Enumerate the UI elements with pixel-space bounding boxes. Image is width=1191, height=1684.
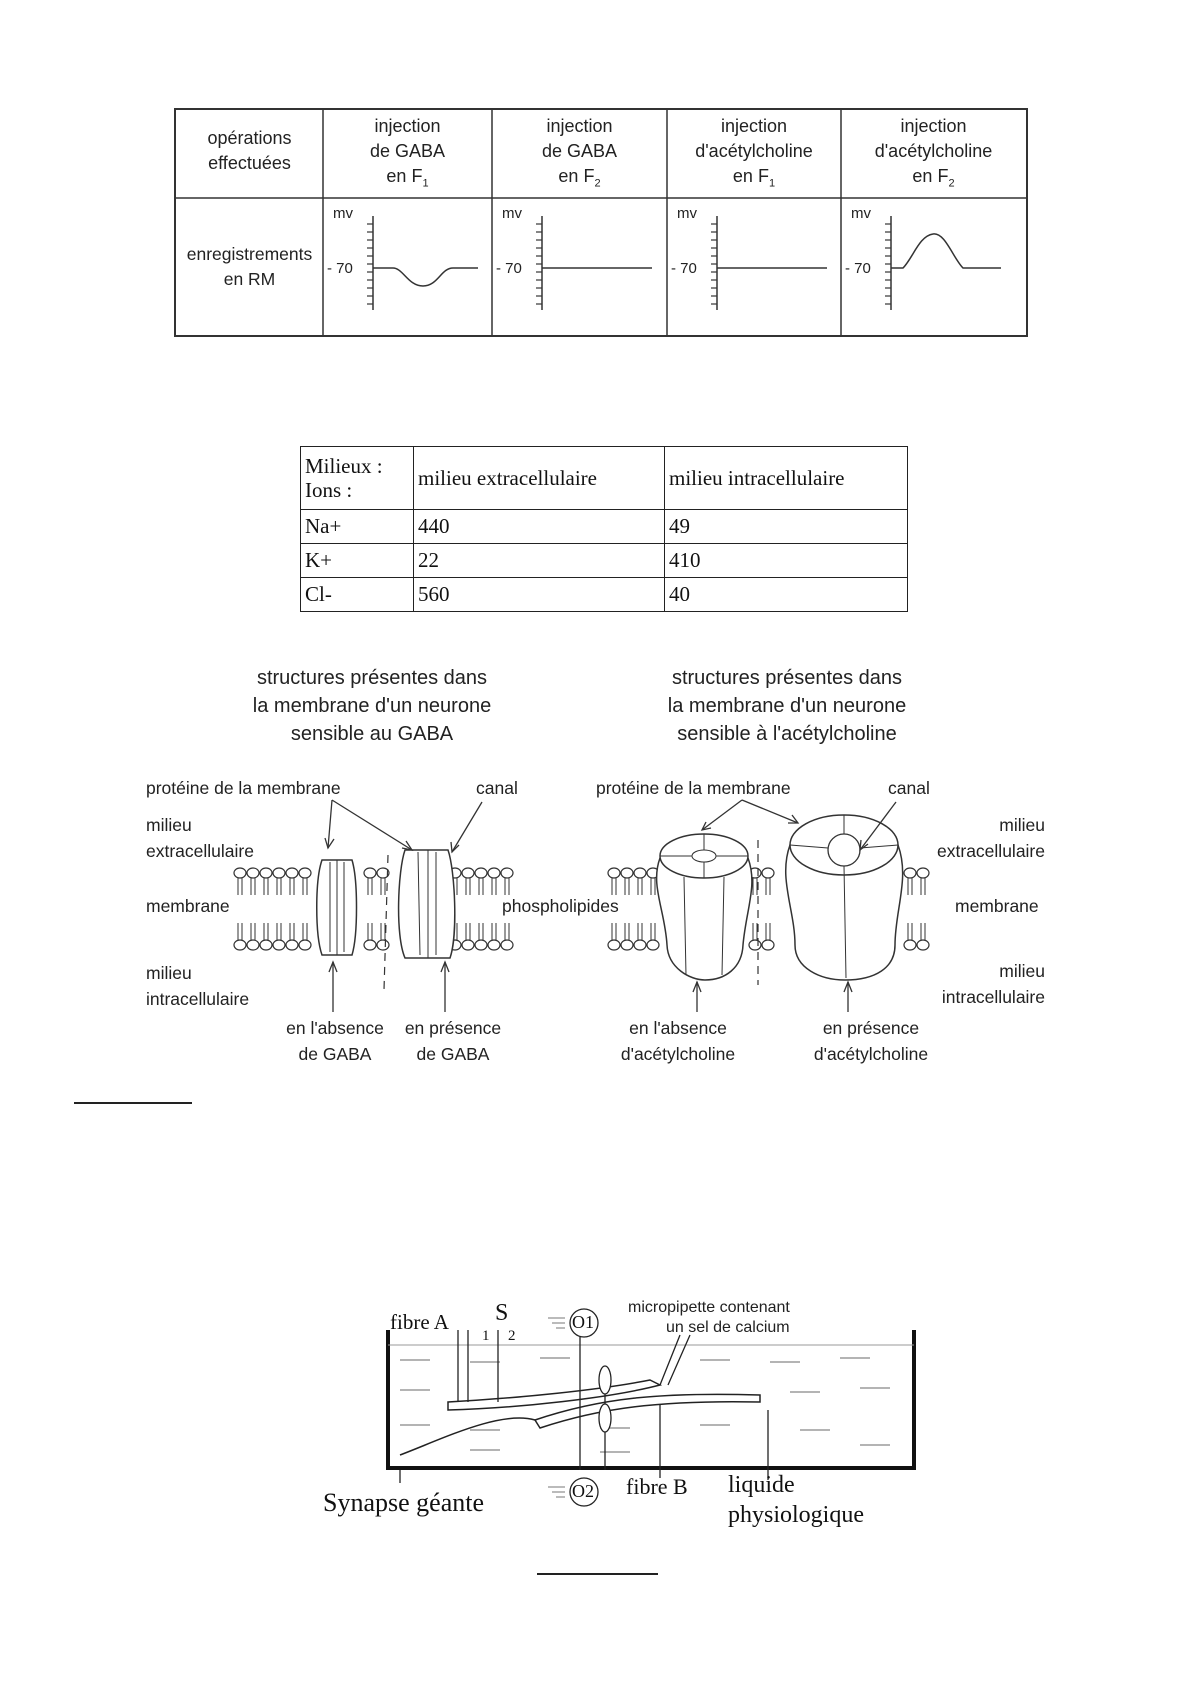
svg-text:mv: mv <box>851 205 871 222</box>
recording-graph: mv - 70 <box>496 205 652 310</box>
stim-electrode-2-label: 2 <box>508 1328 516 1344</box>
svg-text:mv: mv <box>677 205 697 222</box>
protein-label: protéine de la membrane <box>146 778 341 798</box>
svg-text:- 70: - 70 <box>671 260 697 277</box>
svg-text:- 70: - 70 <box>327 260 353 277</box>
canal-label: canal <box>476 778 518 798</box>
table-cell: K+ <box>300 543 414 578</box>
table-row: Na+ 440 49 <box>300 509 908 544</box>
table-cell: 49 <box>664 509 908 544</box>
svg-text:- 70: - 70 <box>845 260 871 277</box>
membrane-label: membrane <box>146 896 230 916</box>
table-cell: 40 <box>664 577 908 612</box>
table-cell: 440 <box>413 509 665 544</box>
phospholipid-label: phospholipides <box>502 893 619 919</box>
recording-graph: mv - 70 <box>845 205 1001 310</box>
stim-electrode-1-label: 1 <box>482 1328 490 1344</box>
table-cell: Cl- <box>300 577 414 612</box>
synapse-label: Synapse géante <box>323 1488 485 1517</box>
table-row: Cl- 560 40 <box>300 577 908 612</box>
table-cell: milieu intracellulaire <box>664 446 908 510</box>
table-cell: 410 <box>664 543 908 578</box>
fibre-b-label: fibre B <box>626 1474 688 1499</box>
table-cell: Na+ <box>300 509 414 544</box>
o2-label: O2 <box>572 1481 594 1501</box>
table-cell: Milieux :Ions : <box>300 446 414 510</box>
table-row: K+ 22 410 <box>300 543 908 578</box>
fibre-a-label: fibre A <box>390 1310 449 1334</box>
svg-text:mv: mv <box>502 205 522 222</box>
table-cell: milieu extracellulaire <box>413 446 665 510</box>
canal-label: canal <box>888 778 930 798</box>
stimulator-label: S <box>495 1300 509 1326</box>
recording-graph: mv - 70 <box>327 205 478 310</box>
table-cell: 560 <box>413 577 665 612</box>
membrane-label: membrane <box>955 896 1039 916</box>
svg-text:- 70: - 70 <box>496 260 522 277</box>
ion-concentration-table: Milieux :Ions : milieu extracellulaire m… <box>300 446 908 612</box>
table-grid <box>176 110 1026 335</box>
table-cell: 22 <box>413 543 665 578</box>
table-row: Milieux :Ions : milieu extracellulaire m… <box>300 446 908 510</box>
protein-label: protéine de la membrane <box>596 778 791 798</box>
recording-graph: mv - 70 <box>671 205 827 310</box>
o1-label: O1 <box>572 1312 594 1332</box>
svg-text:mv: mv <box>333 205 353 222</box>
